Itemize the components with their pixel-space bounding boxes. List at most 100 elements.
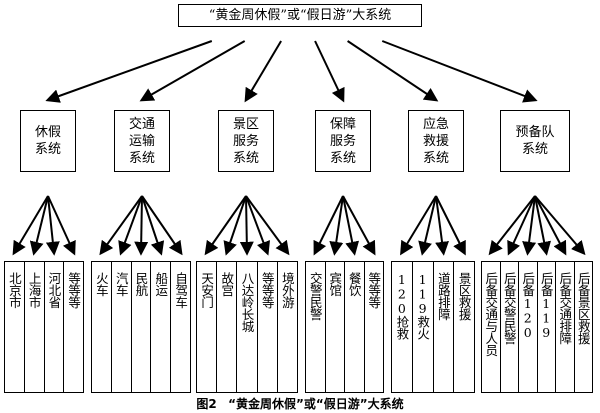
- item-label: 自驾车: [173, 272, 189, 308]
- subsystem-to-item-arrow: [245, 195, 290, 256]
- subsystem-to-item-arrow: [45, 195, 60, 256]
- subsystem-to-item-arrow: [141, 195, 183, 256]
- item-label: 等等等: [259, 272, 275, 308]
- subsystem-to-item-arrow: [400, 195, 437, 256]
- item-cell: 上海市: [25, 262, 45, 392]
- item-cell: 八达岭长城: [237, 262, 258, 392]
- item-label: 河北省: [46, 272, 62, 308]
- subsystem-to-item-arrow: [239, 195, 254, 256]
- subsystem-to-item-arrow: [204, 195, 247, 256]
- item-label: 北京市: [6, 272, 22, 308]
- subsystem-to-item-arrow: [488, 195, 536, 256]
- item-label: 景区救援: [456, 272, 472, 320]
- figure-caption-text: “黄金周休假”或“假日游”大系统: [228, 397, 404, 411]
- item-cell: 道路排障: [434, 262, 455, 392]
- subsystem-to-item-arrow: [507, 195, 536, 256]
- subsystem-box: 预备队系统: [500, 110, 570, 172]
- item-cell: 119救火: [413, 262, 434, 392]
- item-label: 后备交警民警: [501, 272, 517, 344]
- item-label: 后备景区救援: [575, 272, 591, 344]
- subsystem-to-item-arrow: [118, 195, 143, 256]
- title-to-subsystem-arrow: [347, 40, 439, 102]
- item-cell: 120抢救: [392, 262, 413, 392]
- item-cell: 境外游: [278, 262, 297, 392]
- item-cell: 餐饮: [345, 262, 365, 392]
- subsystem-items-group: 交警民警宾馆餐饮等等等: [305, 261, 384, 393]
- item-cell: 自驾车: [171, 262, 190, 392]
- item-cell: 河北省: [45, 262, 65, 392]
- title-to-subsystem-arrow: [139, 40, 246, 102]
- item-cell: 北京市: [5, 262, 25, 392]
- item-label: 等等等: [366, 272, 382, 308]
- subsystem-box: 景区服务系统: [218, 110, 274, 172]
- subsystem-label: 保障服务系统: [329, 116, 356, 166]
- subsystem-to-item-arrow: [534, 195, 552, 256]
- subsystem-to-item-arrow: [534, 195, 586, 256]
- item-cell: 天安门: [197, 262, 218, 392]
- item-cell: 等等等: [258, 262, 278, 392]
- title-to-subsystem-arrow: [381, 40, 538, 103]
- item-label: 上海市: [26, 272, 42, 308]
- item-cell: 等等等: [365, 262, 384, 392]
- subsystem-to-item-arrow: [342, 195, 360, 256]
- subsystem-label: 交通运输系统: [128, 116, 155, 166]
- subsystem-to-item-arrow: [435, 195, 466, 256]
- subsystem-to-item-arrow: [99, 195, 143, 256]
- item-label: 119救火: [415, 272, 431, 340]
- subsystem-label: 景区服务系统: [232, 116, 259, 166]
- item-label: 后备120: [520, 272, 536, 340]
- subsystem-to-item-arrow: [141, 195, 165, 256]
- item-cell: 汽车: [112, 262, 132, 392]
- item-label: 民航: [133, 272, 149, 296]
- item-cell: 景区救援: [454, 262, 474, 392]
- subsystem-to-item-arrow: [29, 195, 49, 256]
- item-label: 火车: [93, 272, 109, 296]
- item-cell: 后备119: [538, 262, 556, 392]
- figure-number: 图2: [196, 397, 217, 411]
- main-system-title: “黄金周休假”或“假日游”大系统: [178, 4, 422, 27]
- item-label: 后备119: [538, 272, 554, 340]
- subsystem-box: 应急救援系统: [408, 110, 464, 172]
- item-cell: 后备120: [519, 262, 538, 392]
- subsystem-to-item-arrow: [313, 195, 344, 256]
- item-cell: 宾馆: [326, 262, 345, 392]
- item-label: 船运: [153, 272, 169, 296]
- item-cell: 船运: [151, 262, 172, 392]
- item-label: 故宫: [219, 272, 235, 296]
- item-label: 八达岭长城: [239, 272, 255, 332]
- item-cell: 后备交通与人员: [482, 262, 501, 392]
- item-cell: 后备交警民警: [501, 262, 519, 392]
- item-label: 汽车: [113, 272, 129, 296]
- item-label: 后备交通与人员: [483, 272, 499, 356]
- title-to-subsystem-arrow: [45, 40, 213, 103]
- subsystem-to-item-arrow: [245, 195, 271, 256]
- item-label: 120抢救: [394, 272, 410, 340]
- subsystem-to-item-arrow: [329, 195, 344, 256]
- subsystem-items-group: 天安门故宫八达岭长城等等等境外游: [196, 261, 298, 393]
- item-label: 后备交通排障: [557, 272, 573, 344]
- subsystem-label: 预备队系统: [515, 125, 555, 157]
- subsystem-label: 应急救援系统: [422, 116, 449, 166]
- item-label: 境外游: [279, 272, 295, 308]
- subsystem-box: 休假系统: [20, 110, 76, 172]
- subsystem-label: 休假系统: [34, 125, 61, 157]
- subsystem-items-group: 火车汽车民航船运自驾车: [91, 261, 191, 393]
- subsystem-to-item-arrow: [12, 195, 49, 256]
- subsystem-to-item-arrow: [47, 195, 76, 256]
- item-cell: 故宫: [217, 262, 238, 392]
- subsystem-to-item-arrow: [342, 195, 376, 256]
- subsystem-items-group: 北京市上海市河北省等等等: [4, 261, 84, 393]
- subsystem-box: 保障服务系统: [315, 110, 371, 172]
- item-cell: 后备景区救援: [575, 262, 593, 392]
- subsystem-to-item-arrow: [134, 195, 149, 256]
- item-label: 天安门: [199, 272, 215, 308]
- subsystem-box: 交通运输系统: [114, 110, 170, 172]
- subsystem-to-item-arrow: [435, 195, 449, 256]
- figure-caption: 图2 “黄金周休假”或“假日游”大系统: [0, 395, 600, 412]
- item-cell: 火车: [92, 262, 112, 392]
- subsystem-to-item-arrow: [418, 195, 437, 256]
- subsystem-to-item-arrow: [522, 195, 537, 256]
- title-to-subsystem-arrow: [244, 40, 282, 103]
- item-label: 交警民警: [307, 272, 323, 320]
